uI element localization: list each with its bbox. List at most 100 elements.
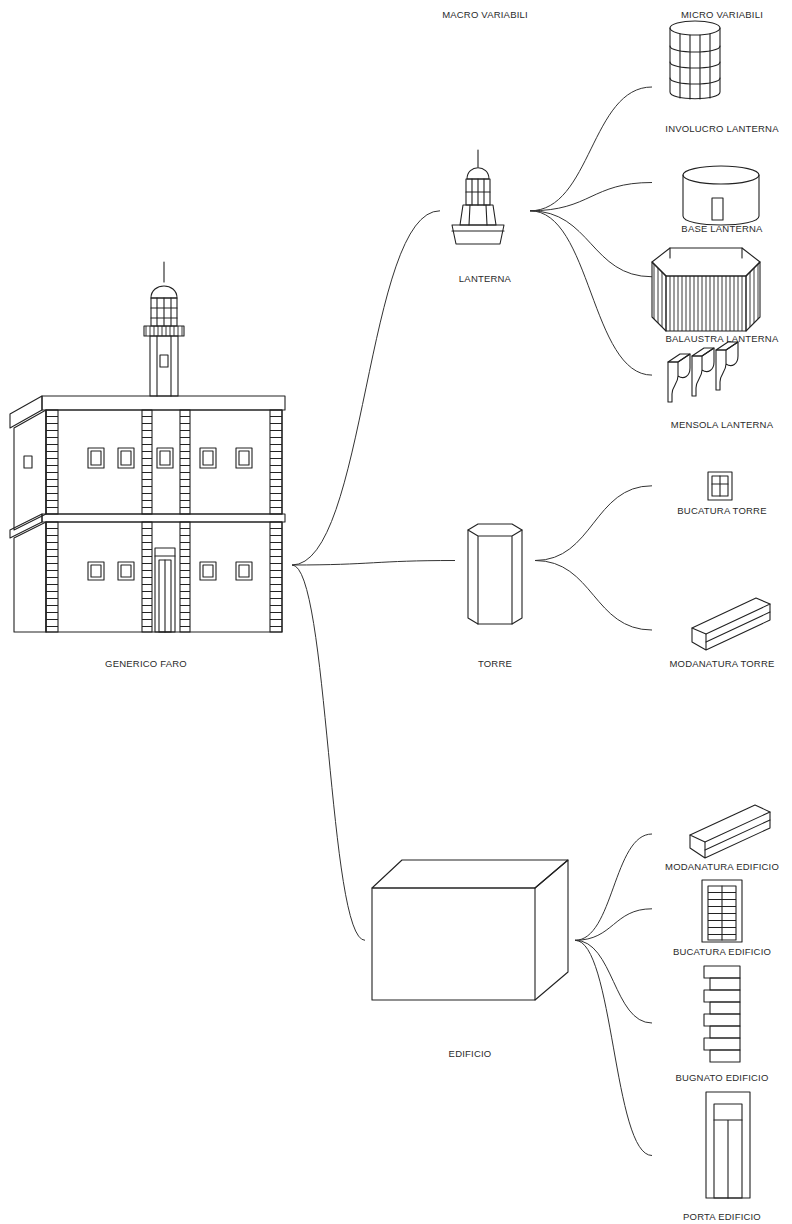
lighthouse-sketch-part <box>203 451 213 465</box>
node-caption: MODANATURA TORRE <box>669 658 774 670</box>
tower-moulding-sketch-part <box>692 604 770 650</box>
node-caption: MODANATURA EDIFICIO <box>665 861 779 873</box>
lighthouse-sketch-part <box>121 451 131 465</box>
lighthouse-sketch-part <box>142 522 152 632</box>
building-block-sketch <box>372 860 568 1000</box>
rustication-sketch-part <box>710 1050 740 1062</box>
lighthouse-sketch-part <box>157 336 171 396</box>
lantern-base-sketch-part <box>712 198 723 220</box>
lantern-balustrade-sketch <box>652 248 760 331</box>
tower-window-sketch-part <box>712 476 728 496</box>
building-block-sketch-part <box>372 860 568 888</box>
lighthouse-sketch-part <box>88 562 104 580</box>
node-caption: TORRE <box>478 658 512 670</box>
lighthouse-sketch-part <box>91 451 101 465</box>
branch-connector <box>575 940 652 1155</box>
macro-variable-node: TORRE <box>455 520 535 670</box>
lighthouse-sketch-part <box>46 522 58 632</box>
tower-moulding-sketch-part <box>692 598 770 634</box>
lantern-balustrade-sketch-part <box>652 248 760 276</box>
building-moulding-sketch-part <box>690 805 770 842</box>
branch-connector <box>530 87 652 211</box>
building-door-sketch <box>706 1092 750 1198</box>
lighthouse-sketch-part <box>118 562 134 580</box>
node-caption: BUCATURA EDIFICIO <box>673 946 771 958</box>
lantern-sketch-part <box>452 225 504 244</box>
lighthouse-sketch-part <box>151 286 177 298</box>
lantern-sketch-part <box>466 179 490 205</box>
rustication-sketch-part <box>710 1002 740 1014</box>
lighthouse-sketch-part <box>239 565 249 577</box>
lighthouse-sketch-part <box>163 262 164 282</box>
micro-variable-node: BUGNATO EDIFICIO <box>652 962 792 1084</box>
lantern-base-sketch <box>683 166 759 225</box>
macro-variable-node: LANTERNA <box>440 145 530 285</box>
node-caption: GENERICO FARO <box>105 658 187 670</box>
node-caption: BASE LANTERNA <box>681 223 762 235</box>
building-door-sketch-part <box>714 1104 742 1198</box>
building-moulding-sketch-part <box>705 820 770 850</box>
branch-connector <box>575 940 652 1023</box>
column-heading: MICRO VARIABILI <box>681 9 763 20</box>
lighthouse-sketch-part <box>160 451 170 465</box>
node-caption: BALAUSTRA LANTERNA <box>666 333 779 345</box>
lantern-enclosure-sketch-part <box>670 21 720 35</box>
building-window-sketch-part <box>708 886 736 940</box>
branch-connector <box>535 561 652 631</box>
rustication-sketch-part <box>704 1038 740 1050</box>
building-moulding-sketch <box>690 805 770 858</box>
lantern-corbel-sketch-part <box>692 348 714 396</box>
lighthouse-sketch-part <box>88 448 104 468</box>
lighthouse-sketch-part <box>46 410 282 514</box>
lantern-sketch-part <box>469 205 487 225</box>
building-window-sketch-part <box>702 880 742 942</box>
lighthouse-sketch-part <box>14 522 46 632</box>
lighthouse-sketch-part <box>155 548 175 632</box>
lighthouse-sketch-part <box>46 522 282 632</box>
tower-moulding-sketch-part <box>706 612 770 642</box>
branch-connector <box>575 909 652 941</box>
lantern-sketch-part <box>452 230 504 231</box>
lighthouse-sketch-part <box>42 514 285 522</box>
lighthouse-sketch-part <box>14 410 46 530</box>
lighthouse-sketch-part <box>270 410 282 514</box>
building-window-sketch <box>702 880 742 942</box>
lantern-corbel-sketch <box>668 342 738 402</box>
lighthouse-sketch-part <box>142 410 152 514</box>
lighthouse-node: GENERICO FARO <box>0 255 292 670</box>
rustication-sketch-part <box>710 978 740 990</box>
lighthouse-sketch-part <box>160 355 168 367</box>
micro-variable-node: BUCATURA EDIFICIO <box>652 876 792 958</box>
lantern-enclosure-sketch <box>670 21 720 99</box>
node-caption: BUGNATO EDIFICIO <box>675 1072 768 1084</box>
lighthouse-sketch-part <box>236 448 252 468</box>
lantern-balustrade-sketch-part <box>652 262 760 331</box>
branch-connector <box>292 565 365 940</box>
rustication-sketch <box>704 966 740 1062</box>
rustication-sketch-part <box>704 990 740 1002</box>
lighthouse-sketch-part <box>24 456 32 468</box>
branch-connector <box>292 561 455 566</box>
micro-variable-node: BASE LANTERNA <box>652 160 792 235</box>
tower-window-sketch-part <box>712 476 728 496</box>
tower-sketch-part <box>468 524 522 624</box>
node-caption: PORTA EDIFICIO <box>683 1211 761 1223</box>
lighthouse-sketch-part <box>121 565 131 577</box>
branch-connector <box>535 486 652 561</box>
lantern-corbel-sketch-part <box>716 342 738 390</box>
lighthouse-sketch-part <box>200 562 216 580</box>
lighthouse-sketch-part <box>270 522 282 632</box>
macro-variable-node: EDIFICIO <box>365 850 575 1060</box>
node-caption: LANTERNA <box>459 273 511 285</box>
lantern-corbel-sketch-part <box>668 354 690 402</box>
node-caption: EDIFICIO <box>449 1048 492 1060</box>
node-caption: INVOLUCRO LANTERNA <box>665 123 778 135</box>
rustication-sketch-part <box>704 1014 740 1026</box>
building-door-sketch-part <box>706 1092 750 1198</box>
lighthouse-sketch-part <box>151 298 177 326</box>
micro-variable-node: INVOLUCRO LANTERNA <box>652 15 792 135</box>
